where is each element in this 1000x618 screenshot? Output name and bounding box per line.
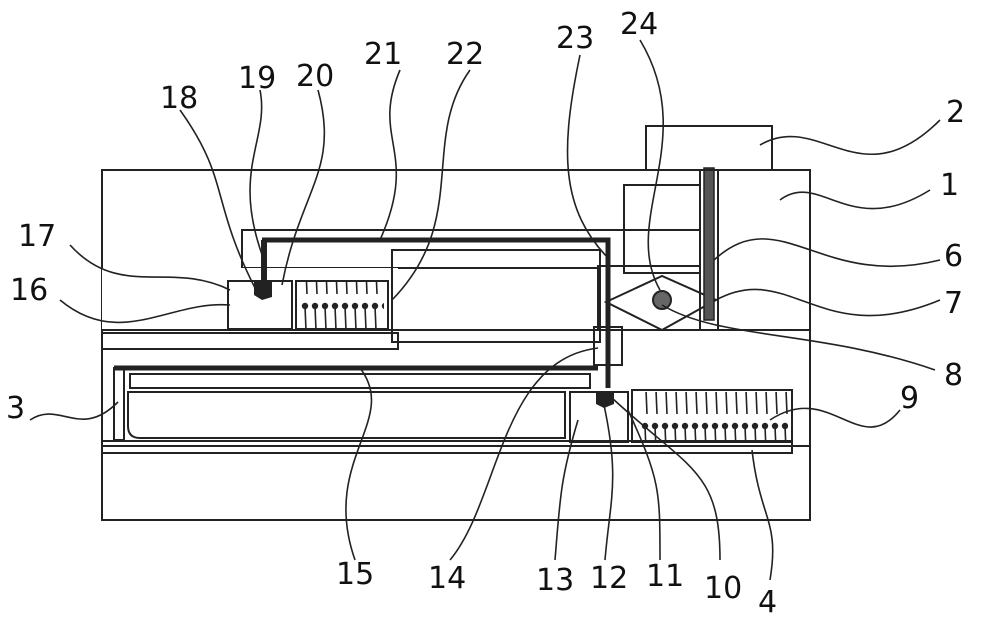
label-13: 13 xyxy=(536,563,574,598)
leader-4 xyxy=(751,449,774,581)
leader-18 xyxy=(179,109,257,291)
leader-3 xyxy=(29,401,119,421)
inner-chamber xyxy=(127,391,566,439)
leader-7 xyxy=(715,288,941,317)
label-20: 20 xyxy=(296,59,334,94)
spring-20 xyxy=(300,282,384,328)
dotted-layer-4 xyxy=(101,440,793,454)
label-21: 21 xyxy=(364,37,402,72)
leader-2 xyxy=(759,119,941,155)
label-22: 22 xyxy=(446,37,484,72)
label-17: 17 xyxy=(18,219,56,254)
leader-24 xyxy=(639,39,664,291)
dotted-layer-16 xyxy=(101,332,399,350)
leader-12 xyxy=(603,404,614,561)
leader-22 xyxy=(391,69,471,301)
label-2: 2 xyxy=(946,95,965,130)
leader-1 xyxy=(779,189,931,210)
leader-8 xyxy=(661,304,936,371)
label-24: 24 xyxy=(620,7,658,42)
label-7: 7 xyxy=(944,286,963,321)
knob-2 xyxy=(645,125,773,171)
contact-12 xyxy=(596,392,614,408)
label-8: 8 xyxy=(944,358,963,393)
connector-14 xyxy=(593,326,623,366)
leader-14 xyxy=(449,347,599,561)
conduit-21 xyxy=(262,237,611,388)
leader-23 xyxy=(566,54,611,261)
label-1: 1 xyxy=(940,168,959,203)
core-block xyxy=(391,249,601,343)
label-23: 23 xyxy=(556,21,594,56)
contact-18 xyxy=(254,281,272,300)
leader-13 xyxy=(554,419,579,561)
label-15: 15 xyxy=(336,557,374,592)
leader-21 xyxy=(379,69,401,241)
leader-19 xyxy=(249,89,265,261)
label-4: 4 xyxy=(758,585,777,618)
label-11: 11 xyxy=(646,559,684,594)
label-12: 12 xyxy=(590,561,628,596)
label-14: 14 xyxy=(428,561,466,596)
label-19: 19 xyxy=(238,61,276,96)
label-10: 10 xyxy=(704,571,742,606)
label-9: 9 xyxy=(900,381,919,416)
leader-6 xyxy=(713,238,941,268)
label-18: 18 xyxy=(160,81,198,116)
pin-8 xyxy=(652,290,672,310)
spring-20-box xyxy=(295,280,389,330)
label-3: 3 xyxy=(6,391,25,426)
leader-11 xyxy=(627,409,661,561)
label-16: 16 xyxy=(10,273,48,308)
leader-16 xyxy=(59,299,231,324)
spring-9 xyxy=(638,392,788,440)
leader-20 xyxy=(281,89,326,286)
leader-17 xyxy=(69,244,231,291)
leader-15 xyxy=(345,367,373,561)
leader-10 xyxy=(611,397,721,561)
label-6: 6 xyxy=(944,239,963,274)
hatched-strip xyxy=(129,373,591,389)
rod-6 xyxy=(703,167,715,321)
leader-9 xyxy=(769,407,901,428)
